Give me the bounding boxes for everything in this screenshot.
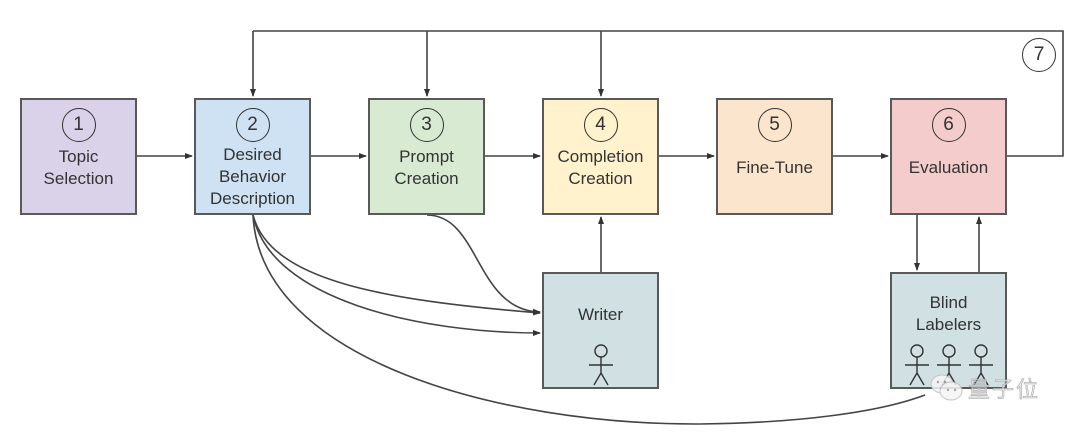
chat-bubbles-icon	[930, 374, 963, 401]
step-number-badge: 5	[757, 108, 792, 142]
step-fine-tune: 5 Fine-Tune	[716, 98, 833, 215]
step-label: Evaluation	[908, 158, 989, 177]
loop-7-line	[253, 30, 1064, 157]
person-icon	[936, 344, 961, 386]
arrow-2-to-labelers	[252, 214, 926, 425]
person-icon	[904, 344, 929, 386]
step-prompt-creation: 3 Prompt Creation	[368, 98, 485, 215]
step-topic-selection: 1 Topic Selection	[20, 98, 137, 215]
step-label: Prompt Creation	[394, 147, 459, 188]
step-label: Desired Behavior Description	[209, 145, 296, 208]
arrow-3-to-writer	[426, 214, 541, 315]
step-number-badge: 6	[931, 108, 966, 142]
watermark-text: 量子位	[968, 377, 1041, 403]
people-group	[892, 343, 1005, 387]
agent-blind-labelers: Blind Labelers	[890, 272, 1007, 389]
step-label: Topic Selection	[43, 147, 114, 188]
agent-writer: Writer	[542, 272, 659, 389]
people-group	[544, 343, 657, 387]
watermark: 量子位	[930, 372, 1040, 404]
person-icon	[588, 344, 613, 386]
step-desired-behavior-description: 2 Desired Behavior Description	[194, 98, 311, 215]
step-completion-creation: 4 Completion Creation	[542, 98, 659, 215]
step-number-badge: 2	[235, 108, 270, 142]
agent-label: Writer	[577, 305, 623, 324]
loop-step-number-badge: 7	[1022, 38, 1056, 72]
step-evaluation: 6 Evaluation	[890, 98, 1007, 215]
person-icon	[968, 344, 993, 386]
step-label: Completion Creation	[557, 147, 644, 188]
agent-label: Blind Labelers	[915, 293, 982, 334]
step-number-badge: 3	[409, 108, 444, 142]
step-number-badge: 4	[583, 108, 618, 142]
step-label: Fine-Tune	[736, 158, 813, 177]
step-number-badge: 1	[61, 108, 96, 142]
arrow-2-to-writer-a	[252, 214, 541, 316]
arrow-2-to-writer-b	[252, 214, 541, 336]
